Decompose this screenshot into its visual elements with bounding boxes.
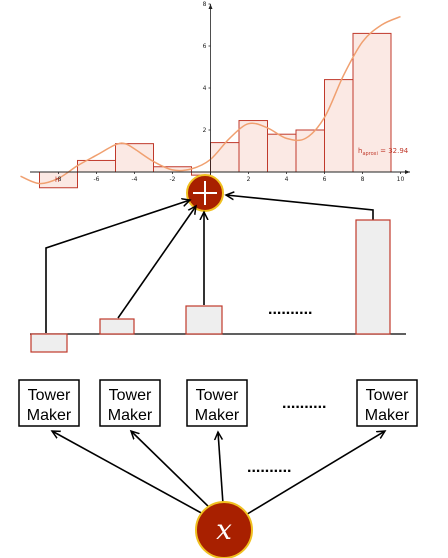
histogram-bar-6 [210,142,240,173]
histogram-bar-7 [238,120,268,173]
tower-bar-2 [99,318,135,335]
tower-maker-label-bottom: Maker [108,407,153,424]
tower-maker-label-bottom: Maker [27,407,72,424]
arrow-barN-to-plus [226,195,374,220]
h-curve-label: h [55,176,59,184]
x-tick-label: 4 [285,176,289,183]
tower-maker-box [99,379,161,427]
tower-maker-label-top: Tower [366,387,409,404]
tower-maker-label-top: Tower [28,387,71,404]
tower-maker-label-top: Tower [196,387,239,404]
combine-node [186,174,224,212]
tower-bar-3 [185,305,223,335]
sum-arrows [45,195,374,333]
arrow-x-to-tower-1 [52,431,206,516]
arrow-bar1-to-plus [45,200,190,333]
tower-makers-row: Tower Maker Tower Maker Tower Maker ....… [18,379,418,427]
x-tick-label: -4 [132,176,138,183]
input-arrows [52,431,385,517]
tower-maker-box [186,379,248,427]
input-node: x [195,501,253,558]
tower-maker-label-bottom: Maker [365,407,410,424]
x-tick-label: -8 [56,176,62,183]
y-tick-label: 2 [203,127,207,134]
tower-maker-label-bottom: Maker [195,407,240,424]
x-variable-label: x [216,513,232,546]
arrow-x-to-tower-2 [131,431,213,511]
tower-bar-1 [30,333,68,353]
tower-bar-n [355,219,391,335]
arrow-bar2-to-plus [117,206,196,319]
x-circle [195,501,253,558]
histogram-bar-10 [324,79,354,173]
histogram-bar-11 [352,32,392,173]
towers-ellipsis: .......... [282,395,326,412]
tower-maker-1: Tower Maker [18,379,80,427]
function-curve [20,15,401,185]
arrows-ellipsis: .......... [247,459,291,476]
h-approx-sub: aproxi [362,151,377,157]
x-tick-label: 10 [397,176,405,183]
tower-maker-n: Tower Maker [356,379,418,427]
arrow-x-to-tower-n [243,431,385,517]
tower-maker-box [18,379,80,427]
tower-maker-label-top: Tower [109,387,152,404]
chart-bars [39,32,392,189]
x-tick-label: -2 [170,176,176,183]
tower-maker-3: Tower Maker [186,379,248,427]
y-ticks: 2 4 6 8 [203,1,211,134]
y-tick-label: 4 [203,85,207,92]
histogram-bar-9 [295,129,325,173]
x-tick-label: -6 [94,176,100,183]
y-tick-label: 6 [203,43,207,50]
x-tick-label: 6 [323,176,327,183]
x-tick-label: 8 [361,176,365,183]
y-axis-arrow [208,4,213,9]
h-approx-label: haproxi = 32.94 [358,147,409,157]
tower-bars-row: .......... [30,219,406,353]
y-tick-label: 8 [203,1,207,8]
h-approx-main: h [358,147,362,155]
arrow-x-to-tower-3 [218,432,224,505]
bars-ellipsis: .......... [268,301,312,318]
tower-maker-2: Tower Maker [99,379,161,427]
tower-maker-box [356,379,418,427]
x-ticks: -8-6-4-20246810 [56,172,405,183]
h-approx-value: = 32.94 [378,147,409,155]
x-axis-arrow [405,170,410,174]
x-tick-label: 2 [247,176,251,183]
